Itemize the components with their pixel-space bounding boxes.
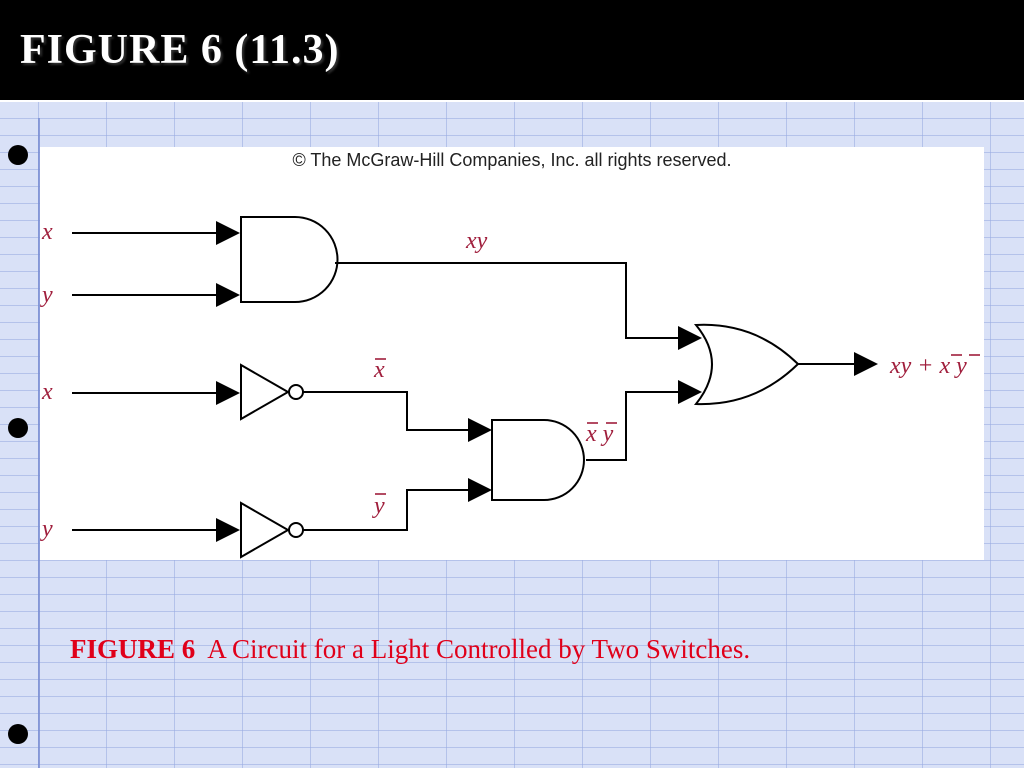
notebook-margin-line [38,118,40,768]
wire-not-x-not-y [586,391,680,461]
arrow-icon [468,478,492,502]
label-output: xy + x y [889,353,967,379]
arrow-icon [678,380,702,404]
slide-title: FIGURE 6 (11.3) [20,27,340,73]
arrow-icon [216,518,240,542]
figure-caption: FIGURE 6 A Circuit for a Light Controlled… [70,634,970,665]
and-gate-top [240,216,339,303]
not-bubble-y [288,522,304,538]
label-xy: xy [465,228,488,254]
arrow-icon [216,221,240,245]
not-bubble-x [288,384,304,400]
circuit-diagram: © The McGraw-Hill Companies, Inc. all ri… [40,150,980,559]
and-gate-bottom [491,419,585,501]
label-not-x-not-y: x y [585,421,614,447]
input-label-y2: y [40,516,53,542]
arrow-icon [678,326,702,350]
caption-text: A Circuit for a Light Controlled by Two … [207,634,751,664]
label-not-y: y [372,493,385,519]
not-gate-x [240,363,291,421]
bullet-1 [8,145,28,165]
title-bar: FIGURE 6 (11.3) [0,0,1024,102]
bullet-3 [8,724,28,744]
arrow-icon [216,381,240,405]
input-label-x2: x [41,379,53,405]
copyright-text: © The McGraw-Hill Companies, Inc. all ri… [292,150,731,170]
arrow-icon [216,283,240,307]
caption-label: FIGURE 6 [70,634,196,664]
input-label-x1: x [41,219,53,245]
or-gate [693,323,800,406]
wire-not-x [303,391,470,431]
not-gate-y [240,501,291,559]
wire-not-y [303,489,470,531]
wire-xy [335,262,680,339]
bullet-2 [8,418,28,438]
label-not-x: x [373,357,385,383]
arrow-icon [468,418,492,442]
arrow-icon [854,352,878,376]
input-label-y1: y [40,282,53,308]
circuit-figure: © The McGraw-Hill Companies, Inc. all ri… [40,147,984,560]
